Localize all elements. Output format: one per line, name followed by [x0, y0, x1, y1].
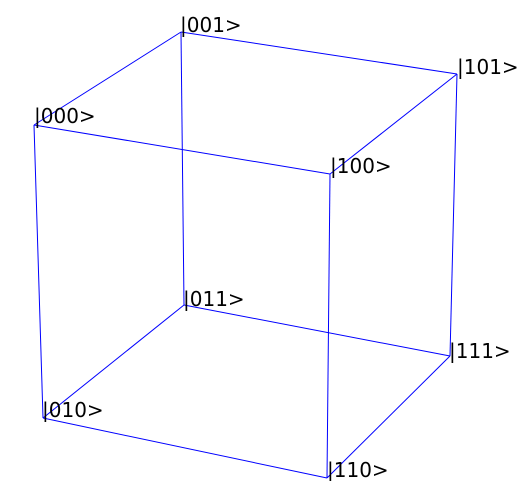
vertex-label-001: |001>: [180, 13, 242, 37]
vertex-label-101: |101>: [457, 55, 519, 79]
vertex-label-110: |110>: [327, 458, 389, 481]
edge-000-010: [33, 124, 44, 419]
vertex-label-111: |111>: [449, 339, 511, 363]
edge-100-110: [326, 173, 331, 479]
vertex-label-100: |100>: [330, 154, 392, 178]
vertex-label-011: |011>: [183, 287, 245, 311]
edge-011-111: [183, 304, 451, 357]
vertex-label-000: |000>: [34, 104, 96, 128]
edge-101-100: [329, 73, 458, 175]
edge-001-011: [180, 31, 185, 306]
edge-110-010: [42, 417, 328, 479]
edge-000-001: [33, 31, 182, 126]
vertex-label-010: |010>: [42, 398, 104, 422]
cube-edges: [33, 31, 458, 479]
edge-010-011: [42, 304, 185, 419]
edge-111-110: [326, 355, 451, 479]
edge-001-101: [180, 31, 458, 75]
vertex-labels: |000> |001> |101> |100> |011> |111> |010…: [34, 13, 519, 481]
edge-101-111: [449, 73, 458, 357]
